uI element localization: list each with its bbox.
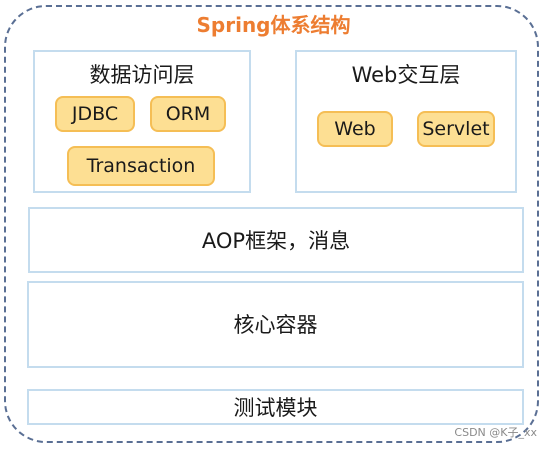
watermark: CSDN @K子_xx bbox=[454, 426, 537, 439]
aop-layer-label: AOP框架，消息 bbox=[201, 229, 351, 253]
web-module: Web bbox=[317, 111, 393, 147]
core-container-label: 核心容器 bbox=[233, 313, 318, 337]
diagram-frame bbox=[4, 5, 539, 443]
data-access-layer-label: 数据访问层 bbox=[89, 63, 195, 87]
orm-module: ORM bbox=[150, 96, 226, 132]
diagram-title: Spring体系结构 bbox=[196, 13, 351, 37]
web-layer-label: Web交互层 bbox=[351, 63, 461, 87]
core-container-box: 核心容器 bbox=[27, 281, 524, 368]
data-access-layer-box: 数据访问层 JDBC ORM Transaction bbox=[33, 50, 251, 193]
jdbc-module: JDBC bbox=[55, 96, 135, 132]
aop-layer-box: AOP框架，消息 bbox=[28, 207, 524, 273]
web-layer-box: Web交互层 Web Servlet bbox=[295, 50, 517, 193]
test-module-label: 测试模块 bbox=[233, 396, 318, 420]
transaction-module: Transaction bbox=[67, 146, 215, 186]
servlet-module: Servlet bbox=[417, 111, 495, 147]
test-module-box: 测试模块 bbox=[27, 389, 524, 425]
